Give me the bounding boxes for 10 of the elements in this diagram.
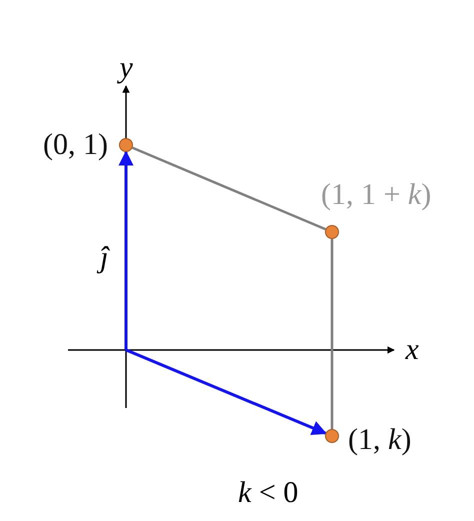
axis-label: y: [120, 51, 133, 85]
axis-label: x: [406, 333, 419, 367]
edge-line: [132, 146, 326, 230]
coordinate-label: (0, 1): [43, 128, 108, 162]
vector-arrow: [118, 150, 134, 350]
edge-line: [330, 239, 334, 429]
vector-arrow: [125, 348, 327, 436]
coordinate-label: (1, k): [348, 423, 412, 457]
coordinate-label: (1, 1 + k): [321, 178, 432, 212]
condition-label: k < 0: [238, 476, 298, 510]
